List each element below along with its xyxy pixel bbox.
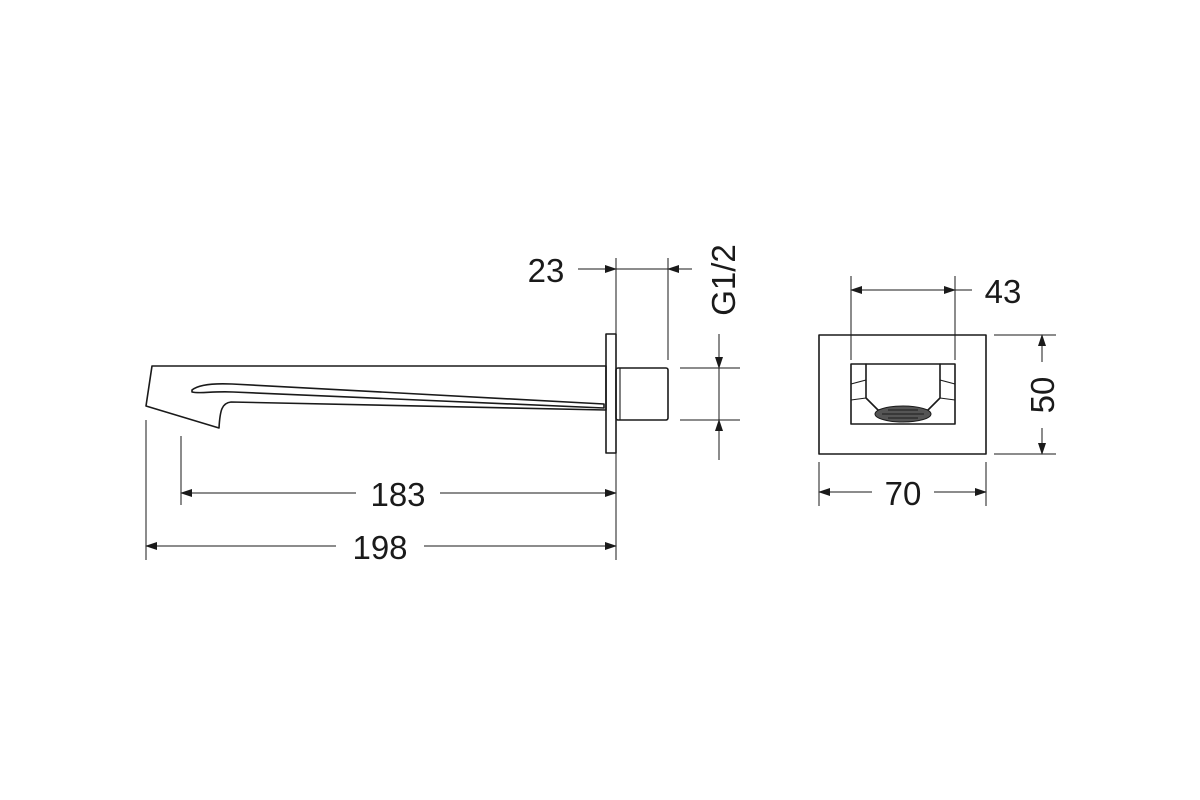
dimension-wall-plate-depth: 23 (528, 252, 692, 289)
overall-length-label: 198 (352, 529, 407, 566)
outlet-width-label: 43 (985, 273, 1022, 310)
aerator (874, 405, 932, 423)
dimension-overall-length: 198 (145, 529, 617, 566)
wall-plate (605, 333, 617, 454)
spout-outline (145, 365, 607, 429)
wall-plate-depth-label: 23 (528, 252, 565, 289)
thread-connector (615, 367, 669, 421)
dimension-spout-length: 183 (180, 476, 617, 513)
dimension-thread: G1/2 (705, 244, 742, 460)
side-view (145, 333, 669, 454)
plate-width-label: 70 (885, 475, 922, 512)
spout-groove (191, 382, 605, 409)
plate-height-label: 50 (1024, 377, 1061, 414)
dimension-plate-width: 70 (818, 475, 987, 512)
outlet-opening (850, 363, 956, 425)
extension-lines-front (818, 276, 1056, 506)
extension-lines-side (145, 258, 740, 560)
dimension-plate-height: 50 (1024, 334, 1061, 455)
front-plate (818, 334, 987, 455)
front-view (818, 334, 987, 455)
dimension-outlet-width: 43 (850, 273, 1022, 310)
thread-label: G1/2 (705, 244, 742, 316)
spout-length-label: 183 (370, 476, 425, 513)
